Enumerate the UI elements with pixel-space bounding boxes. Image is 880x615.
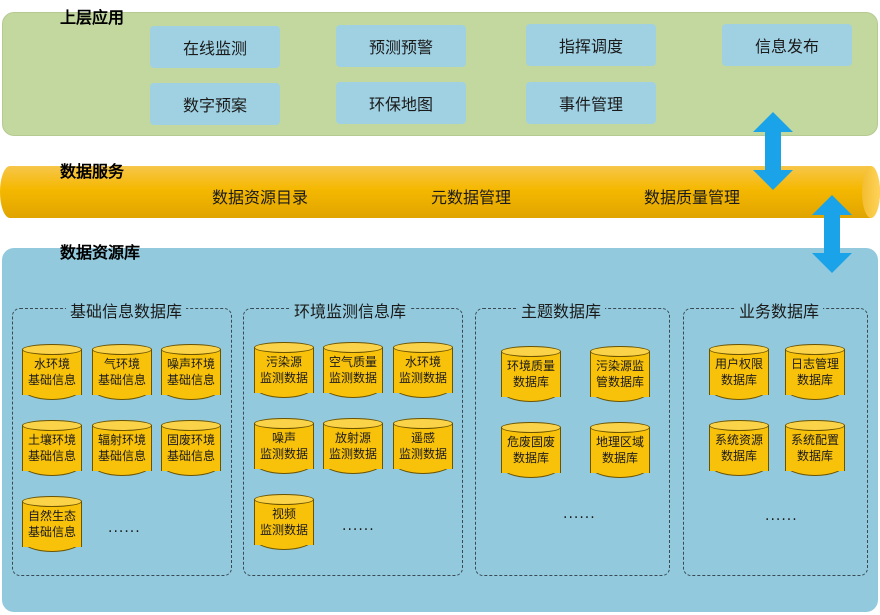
db-label: 固废环境 基础信息 (166, 433, 215, 463)
db-user-permission[interactable]: 用户权限 数据库 (709, 344, 769, 400)
group-business-title: 业务数据库 (735, 298, 824, 322)
db-label: 危废固废 数据库 (506, 435, 555, 465)
db-water-env-monitoring[interactable]: 水环境 监测数据 (393, 342, 453, 398)
db-label: 噪声 监测数据 (259, 431, 308, 461)
db-label: 放射源 监测数据 (328, 431, 377, 461)
db-solid-waste-env-basic[interactable]: 固废环境 基础信息 (161, 420, 221, 476)
db-pollution-supervision[interactable]: 污染源监 管数据库 (590, 346, 650, 402)
db-water-env-basic[interactable]: 水环境 基础信息 (22, 344, 82, 400)
app-digital-plan[interactable]: 数字预案 (150, 83, 280, 125)
db-label: 空气质量 监测数据 (328, 355, 377, 385)
db-label: 用户权限 数据库 (714, 357, 763, 387)
data-service-pipe (0, 166, 880, 218)
db-noise-monitoring[interactable]: 噪声 监测数据 (254, 418, 314, 474)
app-command-dispatch[interactable]: 指挥调度 (526, 24, 656, 66)
db-system-config[interactable]: 系统配置 数据库 (785, 420, 845, 476)
db-label: 自然生态 基础信息 (27, 509, 76, 539)
db-label: 系统资源 数据库 (714, 433, 763, 463)
db-pollution-source-monitoring[interactable]: 污染源 监测数据 (254, 342, 314, 398)
db-radioactive-source-monitoring[interactable]: 放射源 监测数据 (323, 418, 383, 474)
db-label: 土壤环境 基础信息 (27, 433, 76, 463)
db-soil-env-basic[interactable]: 土壤环境 基础信息 (22, 420, 82, 476)
db-label: 环境质量 数据库 (506, 359, 555, 389)
data-resource-title: 数据资源库 (60, 243, 141, 262)
db-noise-env-basic[interactable]: 噪声环境 基础信息 (161, 344, 221, 400)
more-indicator: ...... (108, 520, 141, 536)
group-basic-info-title: 基础信息数据库 (66, 298, 187, 322)
db-label: 污染源 监测数据 (259, 355, 308, 385)
db-label: 水环境 基础信息 (27, 357, 76, 387)
db-label: 日志管理 数据库 (790, 357, 839, 387)
db-label: 遥感 监测数据 (398, 431, 447, 461)
db-label: 地理区域 数据库 (595, 435, 644, 465)
upper-layer-title: 上层应用 (60, 8, 125, 27)
db-env-quality[interactable]: 环境质量 数据库 (501, 346, 561, 402)
db-label: 污染源监 管数据库 (595, 359, 644, 389)
bidirectional-arrow-top (753, 112, 793, 190)
service-metadata-management[interactable]: 元数据管理 (431, 188, 512, 207)
db-label: 噪声环境 基础信息 (166, 357, 215, 387)
app-env-map[interactable]: 环保地图 (336, 82, 466, 124)
db-label: 辐射环境 基础信息 (97, 433, 146, 463)
db-ecology-basic[interactable]: 自然生态 基础信息 (22, 496, 82, 552)
data-service-title: 数据服务 (60, 162, 125, 181)
service-data-quality[interactable]: 数据质量管理 (644, 188, 741, 207)
app-event-management[interactable]: 事件管理 (526, 82, 656, 124)
db-label: 水环境 监测数据 (398, 355, 447, 385)
db-video-monitoring[interactable]: 视频 监测数据 (254, 494, 314, 550)
db-label: 气环境 基础信息 (97, 357, 146, 387)
db-radiation-env-basic[interactable]: 辐射环境 基础信息 (92, 420, 152, 476)
service-data-catalog[interactable]: 数据资源目录 (212, 188, 309, 207)
db-geo-region[interactable]: 地理区域 数据库 (590, 422, 650, 478)
group-theme-title: 主题数据库 (517, 298, 606, 322)
db-air-env-basic[interactable]: 气环境 基础信息 (92, 344, 152, 400)
bidirectional-arrow-bottom (812, 195, 852, 273)
db-system-resource[interactable]: 系统资源 数据库 (709, 420, 769, 476)
db-label: 视频 监测数据 (259, 507, 308, 537)
app-info-release[interactable]: 信息发布 (722, 24, 852, 66)
more-indicator: ...... (342, 518, 375, 534)
more-indicator: ...... (765, 508, 798, 524)
db-hazardous-waste[interactable]: 危废固废 数据库 (501, 422, 561, 478)
more-indicator: ...... (563, 506, 596, 522)
db-label: 系统配置 数据库 (790, 433, 839, 463)
db-air-quality-monitoring[interactable]: 空气质量 监测数据 (323, 342, 383, 398)
app-online-monitoring[interactable]: 在线监测 (150, 26, 280, 68)
db-remote-sensing-monitoring[interactable]: 遥感 监测数据 (393, 418, 453, 474)
group-env-monitoring-title: 环境监测信息库 (290, 298, 411, 322)
db-log-management[interactable]: 日志管理 数据库 (785, 344, 845, 400)
app-forecast-warning[interactable]: 预测预警 (336, 25, 466, 67)
